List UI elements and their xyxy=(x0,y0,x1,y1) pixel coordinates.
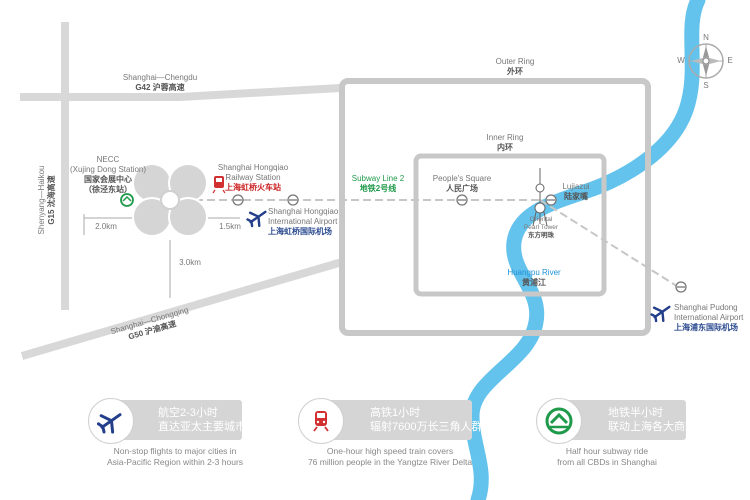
hongqiao-airport-label: Shanghai Hongqiao International Airport … xyxy=(268,207,339,236)
g42-highway xyxy=(20,84,341,101)
distance-right-label: 1.5km xyxy=(219,222,241,231)
pudong-metro-icon xyxy=(675,281,687,293)
compass-south: S xyxy=(703,81,709,90)
feature-rail-icon-circle xyxy=(298,398,344,444)
pudong-extension-track xyxy=(539,199,681,289)
compass-west: W xyxy=(677,56,685,65)
lujiazui-metro-icon xyxy=(545,194,557,206)
feature-metro-text: 地铁半小时联动上海各大商圈 xyxy=(608,407,696,433)
compass-north: N xyxy=(703,33,709,42)
hongqiao-airplane-icon xyxy=(246,210,267,228)
huangpu-river xyxy=(464,0,706,500)
feature-metro-banner: 地铁半小时联动上海各大商圈 xyxy=(560,400,696,440)
pudong-airplane-icon xyxy=(650,305,671,323)
compass-east: E xyxy=(727,56,733,65)
hongqiao-airport-metro-icon xyxy=(287,194,299,206)
feature-air-text: 航空2-3小时直达亚太主要城市 xyxy=(158,407,246,433)
necc-label: NECC (Xujing Dong Station) 国家会展中心 （徐泾东站） xyxy=(69,155,147,194)
airplane-icon xyxy=(97,413,122,434)
peoples-square-metro-icon xyxy=(456,194,468,206)
pudong-airport-label: Shanghai Pudong International Airport 上海… xyxy=(674,303,744,332)
metro-icon xyxy=(545,407,573,435)
pearl-tower-icon xyxy=(532,168,548,227)
lujiazui-label: Lujiazui 陆家嘴 xyxy=(562,182,590,201)
peoples-square-label: People's Square 人民广场 xyxy=(432,174,492,193)
g50-highway xyxy=(20,258,344,360)
compass-icon xyxy=(688,43,724,79)
feature-rail-text: 高铁1小时辐射7600万长三角人群 xyxy=(370,407,483,433)
train-icon xyxy=(313,411,329,432)
inner-ring-road xyxy=(413,153,607,297)
feature-air-icon-circle xyxy=(88,398,134,444)
distance-left-label: 2.0km xyxy=(95,222,117,231)
outer-ring-road xyxy=(339,78,651,336)
feature-rail-banner: 高铁1小时辐射7600万长三角人群 xyxy=(322,400,482,440)
pearl-tower-label: Oriental Pearl Tower 东方明珠 xyxy=(523,216,559,239)
train-icon xyxy=(212,176,226,194)
necc-building-icon xyxy=(132,163,208,237)
feature-metro-icon-circle xyxy=(536,398,582,444)
huangpu-river-label: Huangpu River 黄浦江 xyxy=(507,268,561,287)
hongqiao-railway-label: Shanghai Hongqiao Railway Station 上海虹桥火车… xyxy=(217,163,289,192)
necc-metro-icon xyxy=(120,193,134,207)
subway-line-label: Subway Line 2 地铁2号线 xyxy=(351,174,405,193)
hongqiao-station-metro-icon xyxy=(232,194,244,206)
distance-down-label: 3.0km xyxy=(179,258,201,267)
